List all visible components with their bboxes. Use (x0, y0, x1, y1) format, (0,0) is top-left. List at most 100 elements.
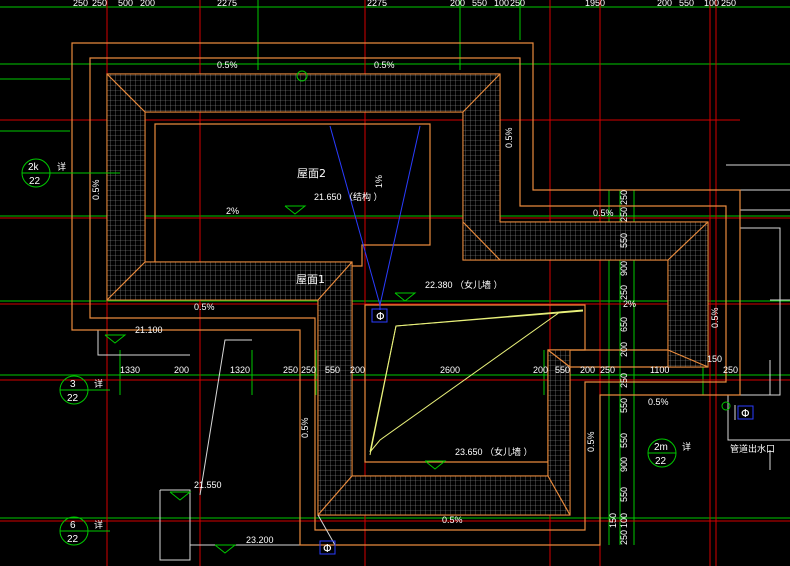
roof-tiles (106, 73, 709, 516)
slope-label: 0.5% (593, 208, 614, 218)
right-dim: 150 (608, 513, 618, 528)
row-dim: 200 (533, 365, 548, 375)
valley-lines (317, 405, 736, 546)
level-inner: 23.650 （女儿墙 ） (455, 446, 533, 457)
row-dim: 200 (350, 365, 365, 375)
roof1-label: 屋面1 (296, 273, 325, 286)
row-dim: 250 (600, 365, 615, 375)
building-outline (97, 164, 790, 561)
slope-label: 0.5% (504, 127, 514, 148)
slope-1pct: 1% (374, 175, 384, 188)
right-dim: 250 (619, 373, 629, 388)
top-dim: 550 (679, 0, 694, 8)
row-dim: 1100 (650, 365, 669, 375)
right-dim: 200 (619, 342, 629, 357)
axis-top: 6 (70, 520, 76, 531)
slope-label: 0.5% (648, 397, 669, 407)
top-dimension-row: 250 250 500 200 2275 2275 200 550 100 25… (73, 0, 736, 8)
top-dim: 200 (450, 0, 465, 8)
right-dimension-column: 250 250 550 900 250 650 200 250 550 550 … (608, 190, 629, 545)
top-dim: 100 (494, 0, 509, 8)
axis-mark: 详 (57, 161, 66, 172)
drain-top-icon (296, 70, 308, 82)
pipe-tag-3: Φ (741, 407, 750, 420)
slope-label: 0.5% (710, 307, 720, 328)
top-dim: 250 (510, 0, 525, 8)
top-dim: 250 (721, 0, 736, 8)
row-dim: 250 (723, 365, 738, 375)
axis-mark: 详 (682, 441, 691, 452)
row-dim: 250 (301, 365, 316, 375)
slope-label: 0.5% (91, 179, 101, 200)
axis-top: 2m (654, 442, 668, 453)
top-dim: 1950 (585, 0, 605, 8)
drain-right-icon (737, 405, 754, 420)
row-dim: 200 (174, 365, 189, 375)
row-dim: 550 (325, 365, 340, 375)
slope-label: 0.5% (300, 417, 310, 438)
right-dim: 900 (619, 457, 629, 472)
top-dim: 200 (657, 0, 672, 8)
right-dim: 100 (619, 513, 629, 528)
level-roof1: 22.380 （女儿墙 ） (425, 279, 503, 290)
right-dim: 550 (619, 487, 629, 502)
roof-slope-lines (329, 125, 584, 456)
level-23200: 23.200 (246, 535, 274, 545)
top-dim: 250 (73, 0, 88, 8)
slope-label: 0.5% (217, 60, 238, 70)
axis-bottom: 22 (67, 393, 79, 404)
axis-bubble-3: 3 22 详 (59, 375, 110, 405)
axis-mark: 详 (94, 378, 103, 389)
axis-top: 3 (70, 379, 76, 390)
slope-2pct: 2% (623, 299, 636, 309)
top-dim: 100 (704, 0, 719, 8)
top-dim: 550 (472, 0, 487, 8)
right-dim: 550 (619, 433, 629, 448)
drain-right-label: 管道出水口 (730, 443, 775, 454)
pipe-tag-2: Φ (323, 542, 332, 555)
axis-bubble-6: 6 22 详 (59, 516, 110, 546)
drain-mid-icon (371, 308, 388, 323)
slope-label: 0.5% (194, 302, 215, 312)
slope-label: 0.5% (586, 431, 596, 452)
drains: Φ Φ Φ (296, 70, 754, 555)
slope-label: 0.5% (374, 60, 395, 70)
drain-bottom-icon (319, 540, 336, 555)
slope-label: 0.5% (442, 515, 463, 525)
axis-bottom: 22 (655, 456, 667, 467)
top-dim: 2275 (367, 0, 387, 8)
right-dim: 250 (619, 207, 629, 222)
axis-bubble-2k: 2k 22 详 (21, 158, 120, 188)
middle-dimension-row: 1330 200 1320 250 250 550 200 2600 200 5… (120, 354, 738, 375)
annotations: 屋面2 屋面1 21.650 （结构 ） 22.380 （女儿墙 ） 23.65… (91, 60, 775, 545)
top-dim: 250 (92, 0, 107, 8)
level-21100: 21.100 (135, 325, 163, 335)
right-dim: 250 (619, 285, 629, 300)
right-dim: 550 (619, 398, 629, 413)
right-dim: 650 (619, 317, 629, 332)
right-dim: 250 (619, 190, 629, 205)
axis-bubble-2m: 2m 22 详 (647, 438, 691, 468)
row-dim: 1330 (120, 365, 140, 375)
pipe-tag-1: Φ (376, 310, 385, 323)
row-dim: 250 (283, 365, 298, 375)
right-dim: 900 (619, 261, 629, 276)
level-roof2: 21.650 （结构 ） (314, 191, 383, 202)
row-dim: 1320 (230, 365, 250, 375)
level-21550: 21.550 (194, 480, 222, 490)
roof2-label: 屋面2 (297, 167, 326, 180)
top-dim: 200 (140, 0, 155, 8)
row-dim: 200 (580, 365, 595, 375)
row-dim: 2600 (440, 365, 460, 375)
slope-2pct: 2% (226, 206, 239, 216)
axis-bottom: 22 (67, 534, 79, 545)
top-dim: 500 (118, 0, 133, 8)
row-dim: 150 (707, 354, 722, 364)
drain-right-ring-icon (721, 401, 731, 411)
level-markers (104, 205, 447, 554)
axis-bottom: 22 (29, 176, 41, 187)
axis-mark: 详 (94, 519, 103, 530)
right-dim: 250 (619, 530, 629, 545)
top-dim: 2275 (217, 0, 237, 8)
